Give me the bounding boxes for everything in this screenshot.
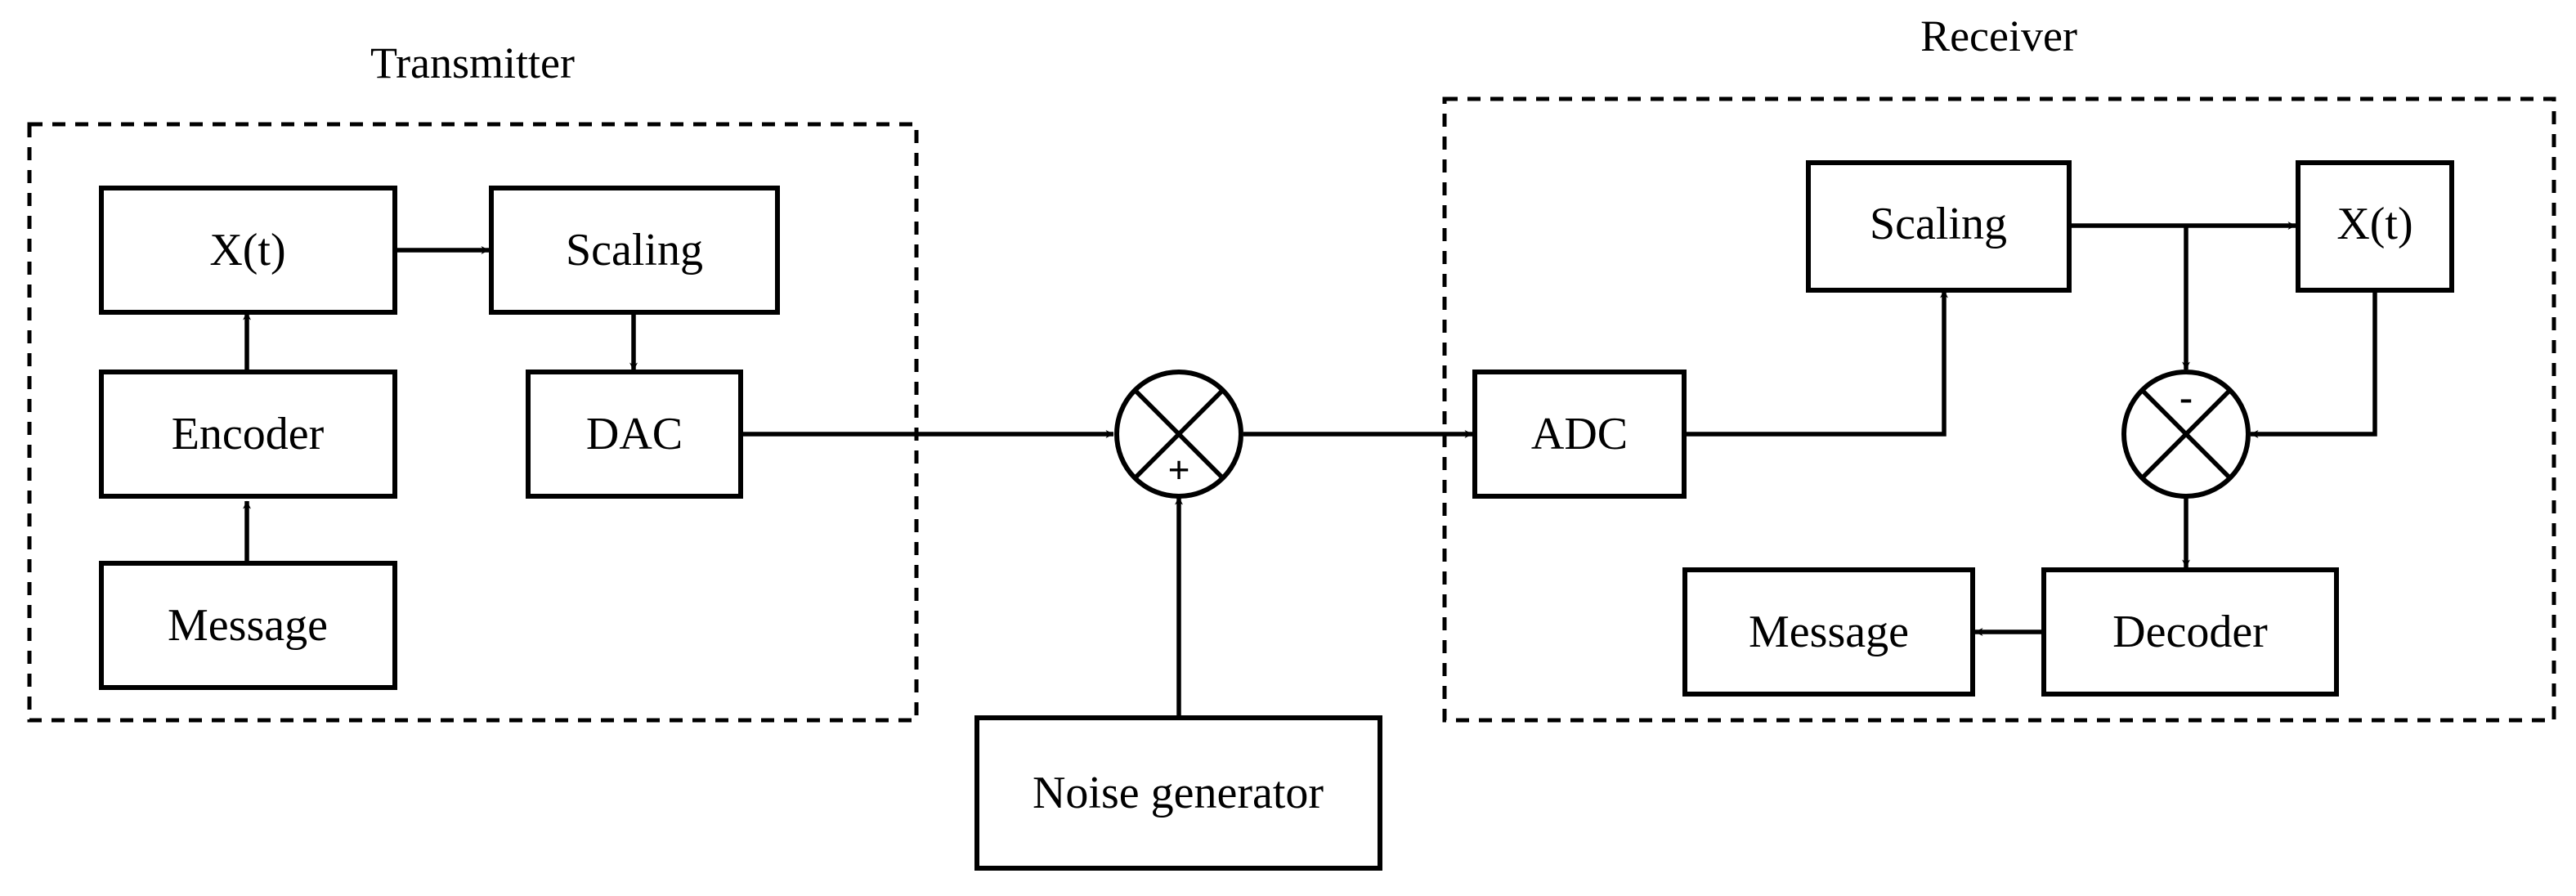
receiver-title: Receiver <box>1920 11 2077 60</box>
scaling-label-transmitter: Scaling <box>566 225 703 276</box>
encoder-block: Encoder <box>99 370 397 499</box>
wire-xt-to-receiver-mixer <box>2250 290 2377 438</box>
scaling-block-transmitter: Scaling <box>489 186 780 315</box>
receiver-mixer-sign: - <box>2180 376 2193 419</box>
message-label-transmitter: Message <box>168 600 328 651</box>
message-block-transmitter: Message <box>99 561 397 690</box>
x-t-label-receiver: X(t) <box>2336 199 2412 249</box>
decoder-label: Decoder <box>2112 607 2268 657</box>
wire-adc-to-scaling <box>1684 289 1948 437</box>
encoder-label: Encoder <box>172 409 325 459</box>
adc-block: ADC <box>1472 370 1687 499</box>
transmitter-group <box>27 122 919 723</box>
decoder-block: Decoder <box>2041 567 2339 697</box>
scaling-block-receiver: Scaling <box>1806 160 2072 293</box>
receiver-mixer: - <box>2121 370 2251 499</box>
channel-mixer-sign: + <box>1167 449 1189 492</box>
noise-generator-block: Noise generator <box>974 715 1382 871</box>
message-label-receiver: Message <box>1749 607 1909 657</box>
x-t-block-transmitter: X(t) <box>99 186 397 315</box>
receiver-group <box>1442 96 2556 723</box>
scaling-label-receiver: Scaling <box>1870 199 2007 249</box>
message-block-receiver: Message <box>1682 567 1975 697</box>
adc-label: ADC <box>1531 409 1628 459</box>
dac-label: DAC <box>586 409 683 459</box>
x-t-label-transmitter: X(t) <box>209 225 285 276</box>
x-t-block-receiver: X(t) <box>2296 160 2454 293</box>
transmitter-title: Transmitter <box>370 38 575 87</box>
noise-generator-label: Noise generator <box>1033 768 1324 818</box>
dac-block: DAC <box>526 370 743 499</box>
connections <box>243 222 2377 718</box>
channel-mixer: + <box>1114 370 1243 499</box>
